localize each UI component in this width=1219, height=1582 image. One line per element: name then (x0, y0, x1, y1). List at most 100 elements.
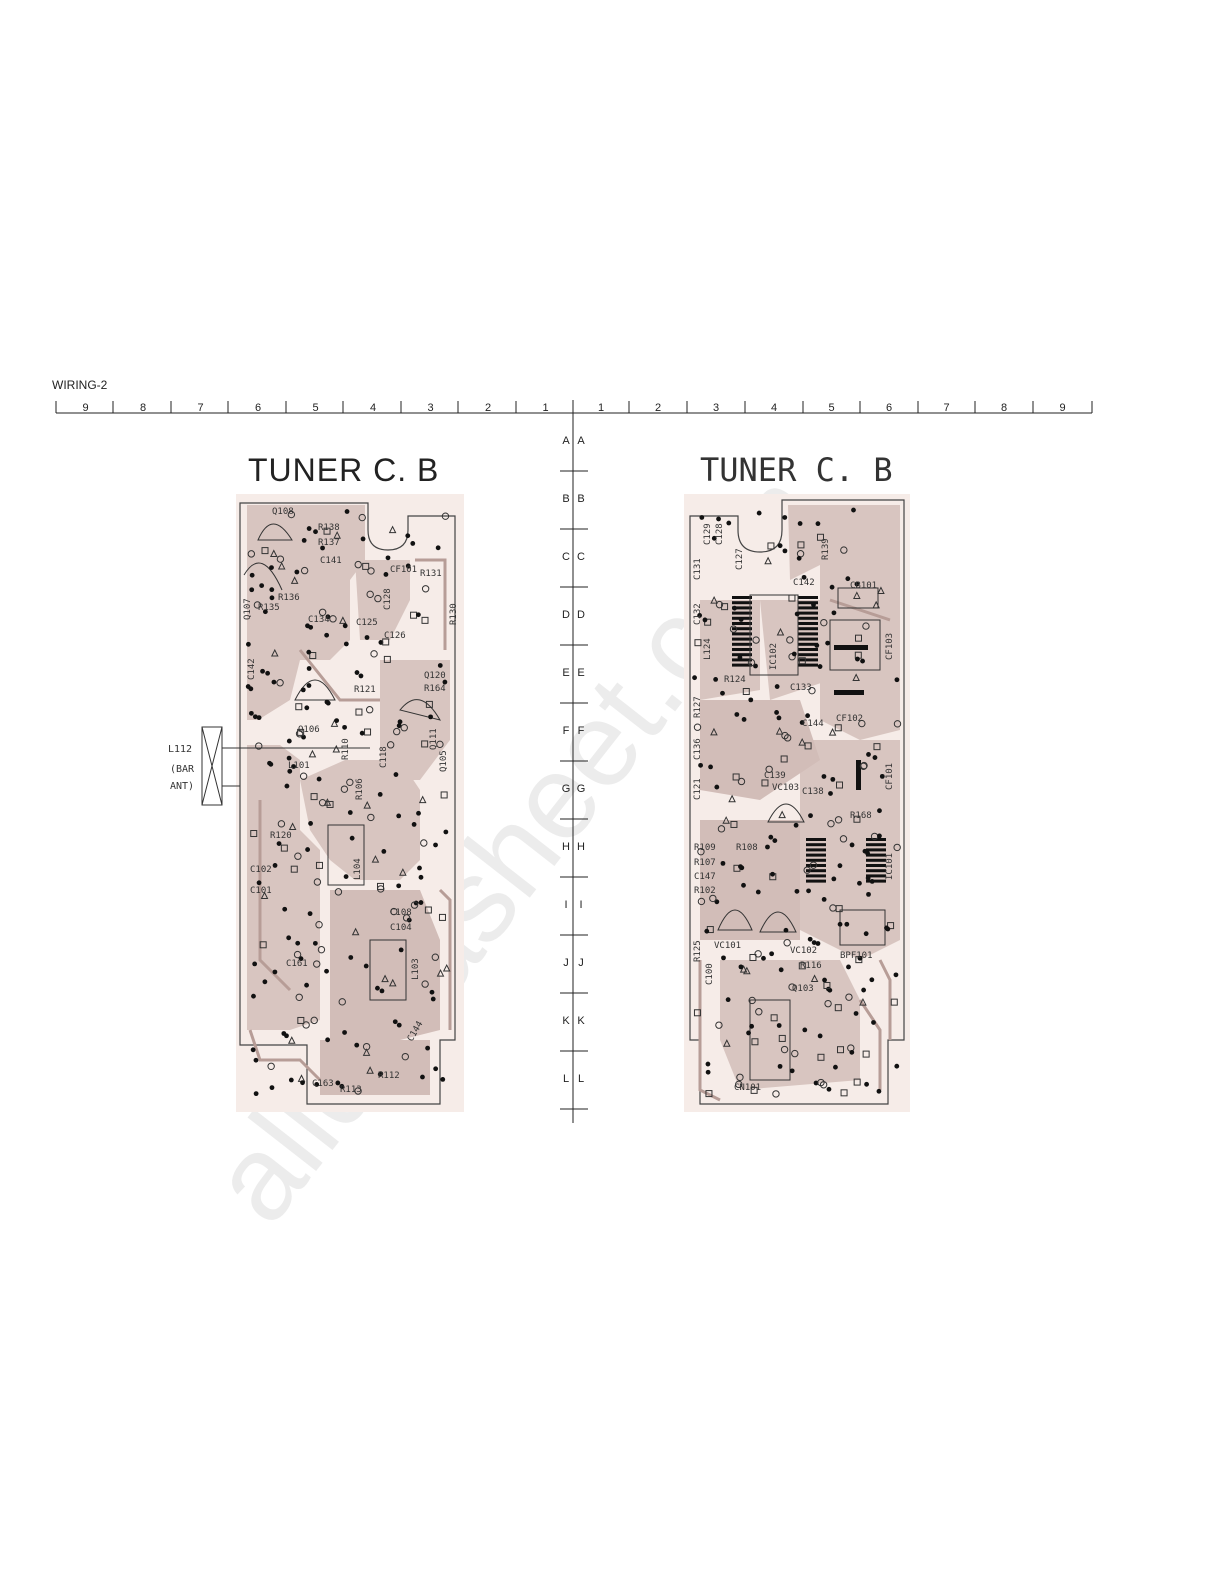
solder-pad (248, 710, 254, 716)
left-ref-label: C104 (390, 923, 412, 933)
solder-pad (418, 874, 424, 880)
solder-pad (417, 865, 422, 871)
bar-antenna: L112 (BAR ANT) (168, 726, 370, 806)
row-label: F (563, 725, 570, 737)
solder-pad (737, 655, 743, 660)
solder-pad (861, 987, 867, 993)
solder-pad (716, 516, 721, 522)
via-pad (827, 819, 835, 828)
column-label: 4 (370, 402, 376, 414)
test-point (260, 891, 269, 899)
solder-pad (708, 764, 713, 770)
solder-pad (249, 572, 255, 578)
left-ref-label: R131 (420, 569, 442, 579)
solder-pad (335, 1080, 341, 1086)
via-pad (247, 550, 256, 558)
solder-pad (828, 791, 833, 796)
solder-pad (734, 712, 740, 717)
via-pad (287, 510, 296, 519)
solder-pad (894, 1063, 900, 1069)
via-pad (834, 816, 843, 824)
left-ref-label: R136 (278, 593, 300, 603)
solder-pad (306, 649, 312, 655)
ic-pin-pad (732, 622, 752, 625)
solder-pad (777, 543, 783, 549)
square-pad (816, 533, 824, 541)
test-point (362, 1048, 371, 1056)
via-pad (817, 1078, 825, 1087)
right-ref-label: C133 (790, 683, 812, 693)
solder-pad (396, 883, 402, 889)
solder-pad (396, 813, 402, 819)
right-ref-label: R168 (850, 811, 872, 821)
via-pad (717, 825, 726, 833)
left-ref-label: R137 (318, 538, 340, 548)
solder-pad (808, 813, 813, 819)
via-pad (820, 618, 828, 627)
solder-pad (435, 545, 441, 551)
solder-pad (713, 676, 719, 682)
solder-pad (251, 993, 256, 999)
column-label: 5 (828, 402, 834, 414)
solder-pad (286, 935, 292, 941)
solder-pad (801, 574, 807, 580)
right-board-title: TUNER C. B (700, 451, 893, 489)
row-label: J (563, 957, 569, 969)
row-label: H (562, 841, 570, 853)
right-ref-label: VC103 (772, 783, 799, 793)
test-point (418, 795, 427, 804)
left-ref-label: R135 (258, 603, 280, 613)
right-ref-label: CF101 (885, 763, 895, 790)
row-label: A (577, 435, 585, 447)
row-label: D (577, 609, 585, 621)
ic-pin-pad (866, 864, 886, 867)
right-ref-label: R109 (694, 843, 716, 853)
solder-pad (393, 772, 399, 777)
row-label: L (563, 1073, 569, 1085)
solder-pad (354, 670, 360, 675)
solder-pad (344, 509, 350, 514)
square-pad (421, 740, 429, 748)
solder-pad (377, 1071, 383, 1077)
solder-pad (833, 1064, 838, 1070)
solder-pad (741, 717, 747, 722)
left-ref-label: C118 (379, 746, 389, 768)
ic-pin-pad (732, 653, 752, 657)
test-point (872, 600, 880, 609)
solder-pad (876, 1088, 882, 1094)
test-point (852, 673, 860, 681)
left-ref-label: R120 (270, 831, 292, 841)
right-ref-label: C147 (694, 872, 716, 882)
square-pad (383, 655, 391, 663)
via-pad (253, 601, 262, 609)
test-point (798, 737, 806, 746)
via-pad (709, 894, 717, 903)
solder-pad (778, 967, 784, 973)
solder-pad (761, 955, 766, 961)
via-pad (334, 888, 343, 896)
solder-pad (246, 641, 251, 647)
via-pad (302, 1021, 310, 1029)
via-pad (824, 999, 832, 1008)
solder-pad (410, 541, 416, 546)
solder-pad (831, 876, 837, 882)
square-pad (424, 906, 432, 914)
solder-pad (697, 613, 703, 618)
solder-pad (821, 896, 827, 902)
solder-pad (884, 925, 889, 931)
ic-pin-pad (866, 869, 886, 873)
test-point (739, 965, 748, 973)
solder-pad (815, 941, 821, 946)
solder-pad (325, 1037, 331, 1043)
solder-pad (342, 623, 348, 629)
test-point (332, 744, 341, 753)
via-pad (736, 1073, 744, 1081)
via-pad (310, 1016, 318, 1025)
solder-pad (825, 640, 831, 646)
left-ref-label: R112 (378, 1071, 400, 1081)
right-ref-label: C138 (802, 787, 824, 797)
via-pad (893, 720, 902, 728)
right-component-labels: C129 C128 R139 C131 C127 C132 CB101 C142… (693, 523, 895, 1093)
via-pad (420, 839, 428, 847)
row-label: B (577, 493, 584, 505)
